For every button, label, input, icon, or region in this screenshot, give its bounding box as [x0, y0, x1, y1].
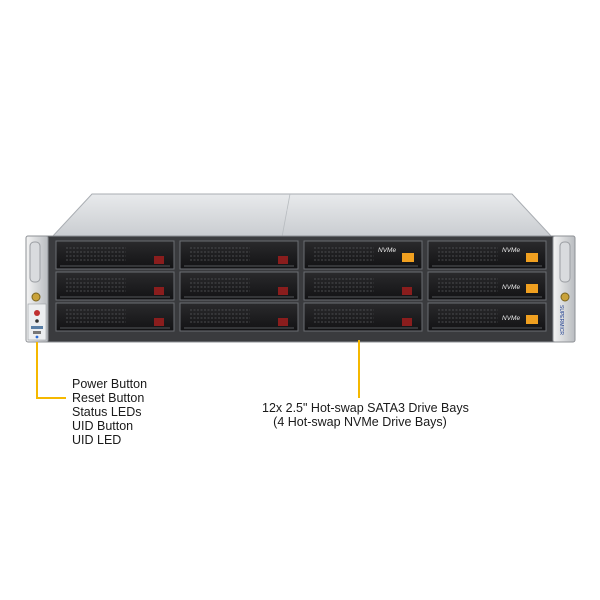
- drive-release-tab[interactable]: [278, 318, 288, 326]
- nvme-latch[interactable]: [526, 253, 538, 262]
- nvme-label: NVMe: [502, 247, 520, 254]
- drive-bays-callout-labels: 12x 2.5" Hot-swap SATA3 Drive Bays (4 Ho…: [262, 401, 469, 429]
- drive-bay[interactable]: [179, 271, 299, 301]
- drive-bay[interactable]: NVMe: [427, 271, 547, 301]
- uid-button[interactable]: [33, 331, 41, 334]
- drive-release-tab[interactable]: [154, 318, 164, 326]
- nvme-label: NVMe: [378, 247, 396, 254]
- drive-release-tab[interactable]: [278, 256, 288, 264]
- drive-release-tab[interactable]: [402, 287, 412, 295]
- nvme-latch[interactable]: [402, 253, 414, 262]
- drive-bay[interactable]: NVMe: [427, 302, 547, 332]
- front-panel-callout-labels: Power Button Reset Button Status LEDs UI…: [72, 377, 147, 447]
- status-leds: [31, 326, 43, 329]
- drive-bays-label: 12x 2.5" Hot-swap SATA3 Drive Bays: [262, 401, 469, 415]
- drive-bay[interactable]: NVMe: [427, 240, 547, 270]
- nvme-bays-label: (4 Hot-swap NVMe Drive Bays): [273, 415, 447, 429]
- nvme-latch[interactable]: [526, 315, 538, 324]
- power-button[interactable]: [34, 310, 40, 316]
- nvme-label: NVMe: [502, 315, 520, 322]
- drive-release-tab[interactable]: [278, 287, 288, 295]
- reset-button-label: Reset Button: [72, 391, 145, 405]
- front-panel-callout-line: [36, 342, 66, 399]
- callout-lines: [36, 340, 360, 399]
- drive-bay[interactable]: [55, 271, 175, 301]
- brand-logo: SUPERMICR: [558, 305, 564, 335]
- reset-button[interactable]: [35, 319, 39, 323]
- drive-bay[interactable]: [303, 271, 423, 301]
- right-rack-ear: SUPERMICR: [552, 235, 576, 343]
- uid-led-label: UID LED: [72, 433, 122, 447]
- drive-bay[interactable]: [303, 302, 423, 332]
- chassis-top: [50, 193, 554, 238]
- drive-bay[interactable]: [55, 240, 175, 270]
- uid-button-label: UID Button: [72, 419, 134, 433]
- uid-led: [35, 335, 39, 339]
- power-button-label: Power Button: [72, 377, 148, 391]
- drive-bay[interactable]: [179, 240, 299, 270]
- drive-bay[interactable]: [55, 302, 175, 332]
- drive-bay[interactable]: [179, 302, 299, 332]
- nvme-latch[interactable]: [526, 284, 538, 293]
- front-control-panel: [27, 303, 47, 341]
- drive-release-tab[interactable]: [402, 318, 412, 326]
- drive-bay[interactable]: NVMe: [303, 240, 423, 270]
- status-leds-label: Status LEDs: [72, 405, 142, 419]
- nvme-label: NVMe: [502, 284, 520, 291]
- drive-release-tab[interactable]: [154, 256, 164, 264]
- drive-release-tab[interactable]: [154, 287, 164, 295]
